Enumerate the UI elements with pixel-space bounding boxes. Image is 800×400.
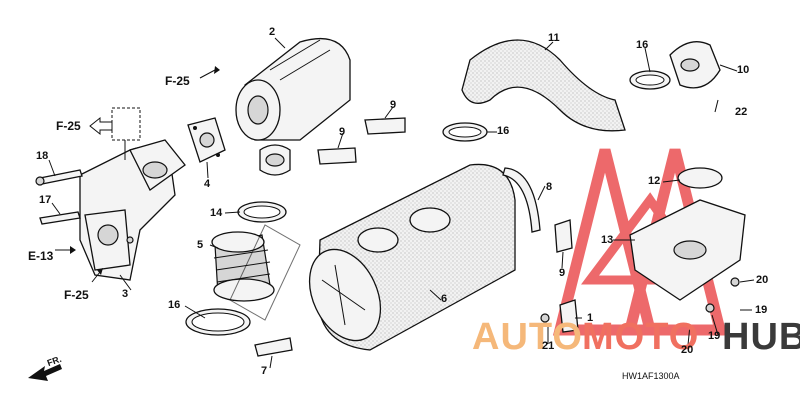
callout-part-2: 2 — [269, 26, 276, 38]
callout-part-5: 5 — [197, 239, 204, 251]
callout-part-6: 6 — [441, 293, 448, 305]
callout-part-14: 14 — [210, 207, 223, 219]
callout-part-1: 1 — [587, 312, 594, 324]
callout-part-21: 21 — [542, 340, 555, 352]
ref-f25-left: F-25 — [56, 119, 81, 133]
callout-part-10: 10 — [737, 64, 750, 76]
part-hose-clamps — [442, 70, 671, 142]
part-small-bracket — [540, 299, 579, 333]
callout-part-19-a: 19 — [755, 304, 768, 316]
callout-part-12: 12 — [648, 175, 661, 187]
callout-part-16-a: 16 — [497, 125, 510, 137]
callout-part-8: 8 — [546, 181, 553, 193]
callout-part-20-b: 20 — [681, 344, 694, 356]
callout-part-3: 3 — [122, 288, 129, 300]
part-stud-bolts — [35, 169, 83, 225]
part-air-cleaner-case — [629, 167, 746, 313]
callout-part-20-a: 20 — [756, 274, 769, 286]
callout-part-7: 7 — [261, 365, 268, 377]
callout-part-16-b: 16 — [636, 39, 649, 51]
part-exhaust-manifold — [79, 107, 186, 281]
callout-part-19-b: 19 — [708, 330, 721, 342]
callout-part-9-a: 9 — [390, 99, 397, 111]
callout-part-4: 4 — [204, 178, 211, 190]
callout-part-18: 18 — [36, 150, 49, 162]
callout-part-9-c: 9 — [559, 267, 566, 279]
part-boot-clamps — [185, 201, 287, 336]
part-elbow-tube — [669, 41, 721, 89]
leader-lines — [48, 37, 755, 369]
ref-f25-bottom: F-25 — [64, 288, 89, 302]
ref-f25-top: F-25 — [165, 74, 190, 88]
reference-arrows — [28, 66, 220, 381]
drawing-code: HW1AF1300A — [622, 371, 680, 381]
callout-part-15: 16 — [168, 299, 181, 311]
watermark-text-hub: HUB — [722, 316, 800, 358]
callout-part-17: 17 — [39, 194, 52, 206]
front-direction-arrow-icon — [28, 364, 62, 381]
part-intake-duct — [461, 39, 626, 132]
watermark-text-auto: AUTO — [472, 316, 583, 358]
part-main-canister — [308, 163, 516, 351]
ref-e13: E-13 — [28, 249, 54, 263]
part-silencer-body — [235, 38, 351, 176]
callout-part-22: 22 — [735, 106, 748, 118]
callout-part-11: 11 — [548, 32, 560, 44]
watermark-text-moto: MOTO — [582, 316, 700, 358]
callout-part-9-b: 9 — [339, 126, 346, 138]
part-flange-plate — [187, 117, 226, 163]
callout-part-13: 13 — [601, 234, 614, 246]
part-strap-and-pads — [254, 117, 573, 357]
